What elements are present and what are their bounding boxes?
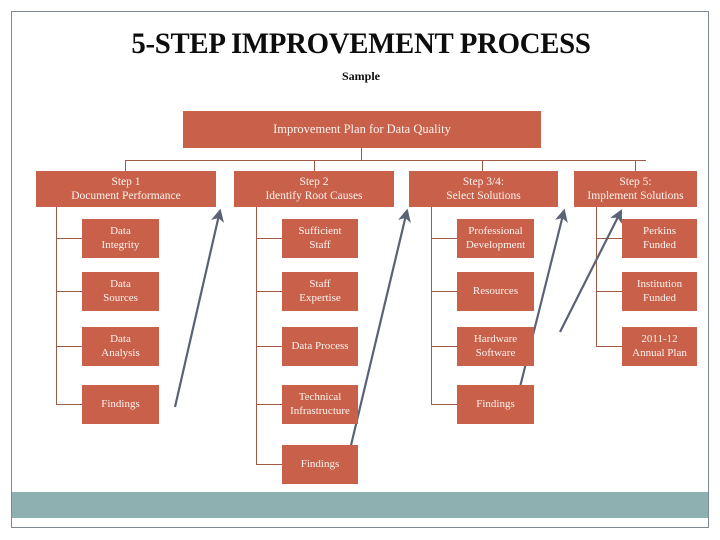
connector-spine-col-2 xyxy=(256,199,257,464)
item-c3-i3-line2: Software xyxy=(475,346,516,359)
connector-branch-c1-i1 xyxy=(56,238,82,239)
item-c4-i1-line1: Perkins xyxy=(643,225,676,237)
connector-branch-c3-i2 xyxy=(431,291,457,292)
item-c1-i1-line2: Integrity xyxy=(101,238,140,251)
step-box-4-line1: Step 5: xyxy=(619,176,652,188)
connector-spine-col-4 xyxy=(596,199,597,347)
item-c3-i1-line2: Development xyxy=(465,238,526,251)
flow-arrows xyxy=(173,208,622,463)
step-box-3-line1: Step 3/4: xyxy=(462,176,505,188)
item-c2-i5-line1: Findings xyxy=(300,457,340,470)
item-box-c2-i3[interactable]: Data Process xyxy=(282,327,358,366)
header-box-label: Improvement Plan for Data Quality xyxy=(273,122,451,136)
item-c4-i2-line2: Funded xyxy=(643,291,676,304)
step-box-4[interactable]: Step 5: Implement Solutions xyxy=(574,171,697,207)
connector-branch-c4-i3 xyxy=(596,346,622,347)
connector-branch-c2-i4 xyxy=(256,404,282,405)
connector-step-drop-3 xyxy=(482,160,483,171)
connector-branch-c4-i1 xyxy=(596,238,622,239)
connector-branch-c1-i2 xyxy=(56,291,82,292)
slide-canvas: 5-STEP IMPROVEMENT PROCESS Sample xyxy=(11,11,709,528)
item-box-c2-i5[interactable]: Findings xyxy=(282,445,358,484)
step-box-4-line2: Implement Solutions xyxy=(587,190,684,202)
page-subtitle: Sample xyxy=(341,69,380,83)
connector-branch-c3-i4 xyxy=(431,404,457,405)
item-c4-i3-line2: Annual Plan xyxy=(632,346,687,359)
connector-branch-c3-i1 xyxy=(431,238,457,239)
arrow-col1-to-col2 xyxy=(173,208,224,408)
connector-branch-c2-i5 xyxy=(256,464,282,465)
item-box-c4-i1[interactable]: Perkins Funded xyxy=(622,219,697,258)
item-box-c4-i3[interactable]: 2011-12 Annual Plan xyxy=(622,327,697,366)
item-c2-i1-line2: Staff xyxy=(309,238,331,251)
item-c1-i2-line2: Sources xyxy=(103,291,138,304)
item-c2-i2-line1: Staff xyxy=(309,278,331,290)
step-box-3[interactable]: Step 3/4: Select Solutions xyxy=(409,171,558,207)
item-box-c1-i2[interactable]: Data Sources xyxy=(82,272,159,311)
connector-spine-col-1 xyxy=(56,199,57,404)
connector-branch-c1-i4 xyxy=(56,404,82,405)
item-c2-i3-line1: Data Process xyxy=(291,339,349,352)
item-c3-i4-line1: Findings xyxy=(476,397,515,410)
item-c4-i1-line2: Funded xyxy=(643,238,676,251)
step-box-3-line2: Select Solutions xyxy=(446,190,521,202)
connector-step-drop-2 xyxy=(314,160,315,171)
item-box-c3-i1[interactable]: Professional Development xyxy=(457,219,534,258)
item-box-c2-i2[interactable]: Staff Expertise xyxy=(282,272,358,311)
step-box-2-line1: Step 2 xyxy=(299,176,329,188)
page-title: 5-STEP IMPROVEMENT PROCESS xyxy=(131,27,591,60)
item-box-c3-i3[interactable]: Hardware Software xyxy=(457,327,534,366)
item-c1-i4-line1: Findings xyxy=(101,397,140,410)
connector-spine-col-3 xyxy=(431,199,432,404)
item-box-c2-i4[interactable]: Technical Infrastructure xyxy=(282,385,358,424)
item-c2-i2-line2: Expertise xyxy=(299,291,341,304)
item-c1-i2-line1: Data xyxy=(110,278,131,290)
connector-branch-c3-i3 xyxy=(431,346,457,347)
item-c3-i3-line1: Hardware xyxy=(473,333,518,345)
arrow-col4-outward xyxy=(559,209,622,333)
item-box-c1-i4[interactable]: Findings xyxy=(82,385,159,424)
item-c2-i4-line1: Technical xyxy=(298,391,342,403)
connector-step-drop-1 xyxy=(125,160,126,171)
item-c1-i1-line1: Data xyxy=(110,225,131,237)
connector-branch-c4-i2 xyxy=(596,291,622,292)
connector-header-bus xyxy=(125,160,646,161)
connector-header-stem xyxy=(361,148,362,160)
connector-branch-c2-i3 xyxy=(256,346,282,347)
item-box-c2-i1[interactable]: Sufficient Staff xyxy=(282,219,358,258)
connector-branch-c1-i3 xyxy=(56,346,82,347)
item-c3-i1-line1: Professional xyxy=(468,225,523,237)
item-c2-i4-line2: Infrastructure xyxy=(290,404,350,417)
step-box-1[interactable]: Step 1 Document Performance xyxy=(36,171,216,207)
item-c4-i3-line1: 2011-12 xyxy=(641,333,678,345)
step-box-2-line2: Identify Root Causes xyxy=(265,190,363,202)
item-box-c3-i2[interactable]: Resources xyxy=(457,272,534,311)
connector-branch-c2-i1 xyxy=(256,238,282,239)
item-box-c3-i4[interactable]: Findings xyxy=(457,385,534,424)
item-box-c1-i1[interactable]: Data Integrity xyxy=(82,219,159,258)
step-box-2[interactable]: Step 2 Identify Root Causes xyxy=(234,171,394,207)
connector-step-drop-4 xyxy=(635,160,636,171)
item-box-c4-i2[interactable]: Institution Funded xyxy=(622,272,697,311)
item-c1-i3-line2: Analysis xyxy=(101,346,140,359)
item-c1-i3-line1: Data xyxy=(110,333,131,345)
connector-branch-c2-i2 xyxy=(256,291,282,292)
item-c4-i2-line1: Institution xyxy=(636,278,683,290)
step-box-1-line1: Step 1 xyxy=(111,176,141,188)
item-c2-i1-line1: Sufficient xyxy=(298,225,342,237)
footer-band xyxy=(12,492,708,518)
item-box-c1-i3[interactable]: Data Analysis xyxy=(82,327,159,366)
item-c3-i2-line1: Resources xyxy=(472,284,519,297)
header-box[interactable]: Improvement Plan for Data Quality xyxy=(183,111,541,148)
step-box-1-line2: Document Performance xyxy=(71,190,181,202)
